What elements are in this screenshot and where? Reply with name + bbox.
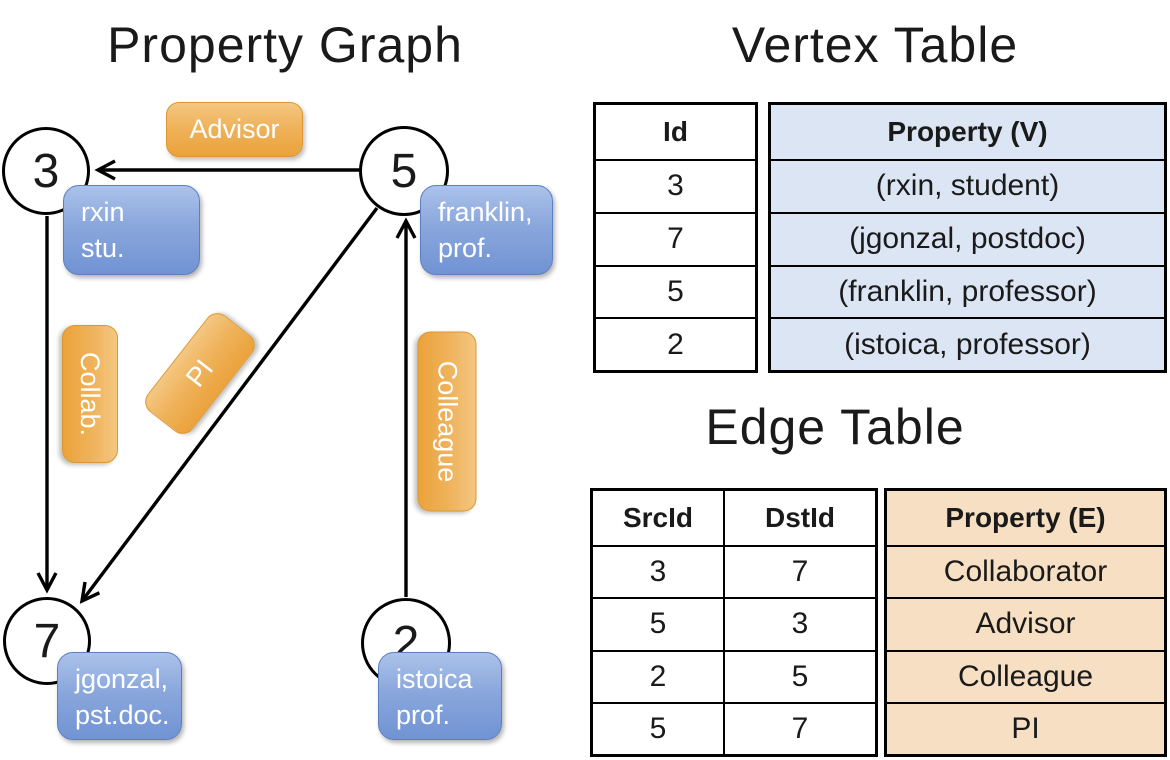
vertex-property-callout-istoica: istoica prof. xyxy=(378,652,502,740)
table-row: 2 xyxy=(596,317,755,370)
column-header-property-v: Property (V) xyxy=(887,116,1048,147)
table-row: 5 3 xyxy=(593,597,875,650)
edge-label-colleague: Colleague xyxy=(417,331,477,512)
table-row: 5 7 xyxy=(593,701,875,754)
table-row: Colleague xyxy=(887,649,1164,702)
callout-line: prof. xyxy=(438,232,493,263)
column-header-property-e: Property (E) xyxy=(945,502,1106,533)
edge-label-collab: Collab. xyxy=(62,325,118,463)
table-row: (franklin, professor) xyxy=(771,264,1164,318)
table-row: 3 7 xyxy=(593,545,875,598)
edge-dst-cell: 7 xyxy=(723,703,875,754)
vertex-property-callout-franklin: franklin, prof. xyxy=(420,185,553,275)
table-row: (istoica, professor) xyxy=(771,317,1164,370)
table-row: 2 5 xyxy=(593,649,875,702)
vertex-id-cell: 5 xyxy=(667,274,684,308)
table-header-row: Property (V) xyxy=(771,105,1164,159)
vertex-id-cell: 3 xyxy=(667,169,684,203)
vertex-property-cell: (jgonzal, postdoc) xyxy=(849,222,1086,256)
edge-dst-cell: 7 xyxy=(723,547,875,598)
callout-line: pst.doc. xyxy=(75,699,170,730)
vertex-property-callout-jgonzal: jgonzal, pst.doc. xyxy=(57,652,182,740)
edge-table-title: Edge Table xyxy=(705,399,965,455)
vertex-id-cell: 2 xyxy=(667,327,684,361)
property-graph-title: Property Graph xyxy=(107,17,463,73)
vertex-table-title: Vertex Table xyxy=(731,17,1019,73)
edge-property-cell: Advisor xyxy=(975,607,1076,641)
callout-line: rxin xyxy=(81,197,125,227)
edge-src-cell: 2 xyxy=(649,659,667,693)
table-row: PI xyxy=(887,701,1164,754)
table-row: (rxin, student) xyxy=(771,159,1164,212)
table-header-row: Id xyxy=(596,105,755,159)
edge-pi-5-to-7 xyxy=(79,206,379,604)
column-header-srcid: SrcId xyxy=(622,502,694,533)
edge-property-cell: Colleague xyxy=(957,659,1094,693)
vertex-table-id-column: Id 3 7 5 2 xyxy=(593,102,758,373)
vertex-id-cell: 7 xyxy=(667,222,684,256)
edge-src-cell: 3 xyxy=(649,555,667,589)
callout-line: franklin, xyxy=(438,197,533,227)
table-row: Collaborator xyxy=(887,545,1164,597)
callout-line: istoica xyxy=(396,664,473,694)
vertex-property-cell: (rxin, student) xyxy=(875,169,1060,203)
edge-property-cell: PI xyxy=(1011,711,1040,745)
edge-src-cell: 5 xyxy=(649,607,667,641)
edge-table-id-columns: SrcId DstId 3 7 5 3 2 5 5 7 xyxy=(590,488,878,757)
table-row: 5 xyxy=(596,264,755,318)
edge-label-advisor: Advisor xyxy=(166,102,303,157)
table-row: 7 xyxy=(596,211,755,265)
callout-line: prof. xyxy=(396,699,451,730)
vertex-node-3: 3 xyxy=(2,127,90,215)
callout-line: stu. xyxy=(81,232,125,263)
vertex-property-cell: (franklin, professor) xyxy=(838,274,1097,308)
edge-dst-cell: 3 xyxy=(723,599,875,650)
vertex-table-property-column: Property (V) (rxin, student) (jgonzal, p… xyxy=(768,102,1167,373)
vertex-property-cell: (istoica, professor) xyxy=(844,327,1091,361)
vertex-property-callout-rxin: rxin stu. xyxy=(63,185,200,275)
column-header-dstid: DstId xyxy=(723,491,875,545)
edge-src-cell: 5 xyxy=(649,711,667,745)
table-header-row: SrcId DstId xyxy=(593,491,875,545)
table-row: 3 xyxy=(596,159,755,212)
callout-line: jgonzal, xyxy=(75,664,169,694)
edge-property-cell: Collaborator xyxy=(943,555,1108,589)
column-header-id: Id xyxy=(663,116,688,147)
edge-table-property-column: Property (E) Collaborator Advisor Collea… xyxy=(884,488,1167,757)
table-row: Advisor xyxy=(887,597,1164,649)
table-header-row: Property (E) xyxy=(887,491,1164,545)
table-row: (jgonzal, postdoc) xyxy=(771,211,1164,265)
edge-dst-cell: 5 xyxy=(723,651,875,702)
